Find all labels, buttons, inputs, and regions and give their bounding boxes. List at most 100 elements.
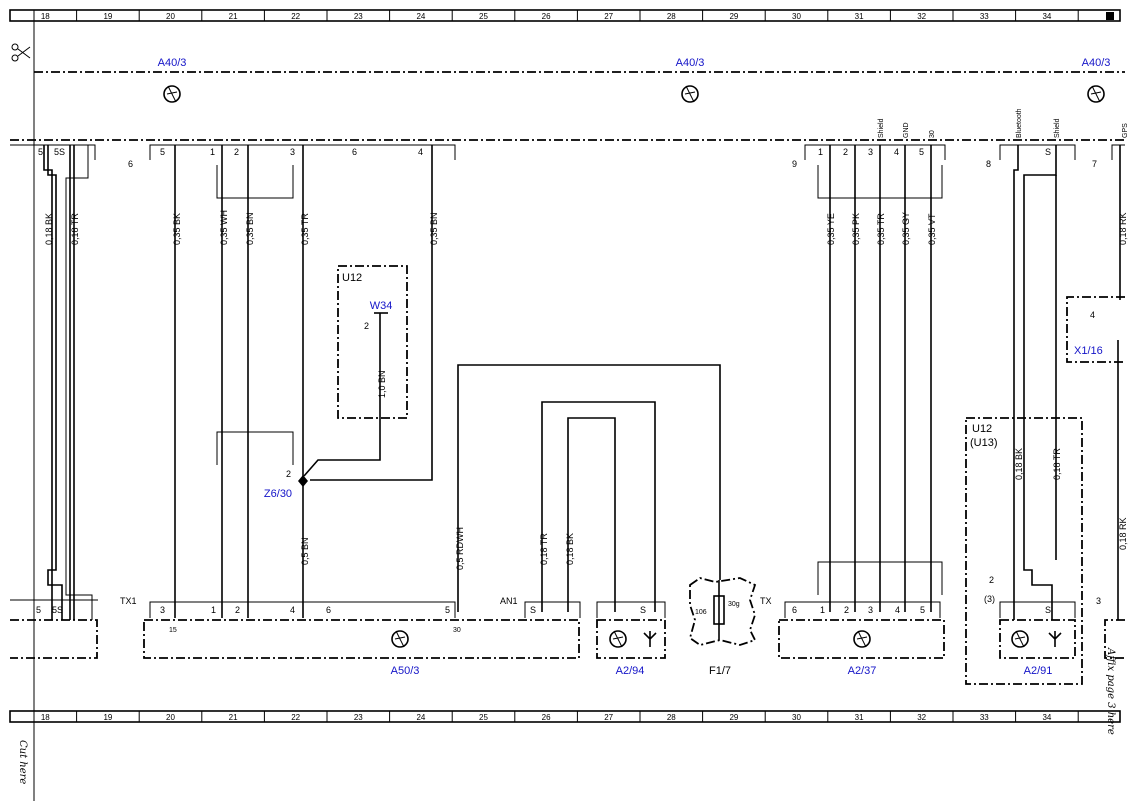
x1-16-box (1066, 296, 1125, 363)
u12-right-box (965, 417, 1083, 685)
top-component-label: A40/3 (158, 57, 187, 69)
wire-label: 0,35 GY (901, 212, 911, 245)
wire-label: 0,35 PK (851, 213, 861, 245)
pin-label: 6 (128, 159, 133, 169)
left-bottom-box (10, 619, 98, 659)
pin-label: 5S (52, 605, 63, 615)
signal-label: Shield (878, 118, 885, 138)
far-right-wires (1013, 145, 1121, 620)
grid-column-label: 31 (855, 12, 864, 21)
pin-label: 2 (844, 605, 849, 615)
right-wires (817, 145, 943, 612)
wire-label: 0,35 BN (245, 212, 255, 245)
pin-label: 3 (160, 605, 165, 615)
pin-label: 5 (445, 605, 450, 615)
wire-label: 0,35 BK (172, 213, 182, 245)
grid-column-label: 22 (291, 713, 300, 722)
pin-label: 1 (210, 147, 215, 157)
u12-right-title: U12 (972, 423, 992, 435)
wire-label: 0,35 YE (826, 213, 836, 245)
a2-91-label: A2/91 (1024, 665, 1053, 677)
receiver-icon (163, 85, 181, 103)
far-right-bottom-box (1104, 619, 1125, 659)
rdwh-wire (457, 364, 721, 612)
pin-label: 6 (792, 605, 797, 615)
pin-label: 8 (986, 159, 991, 169)
connector-label: TX1 (120, 596, 137, 606)
grid-column-label: 18 (41, 713, 50, 722)
pin-label: 4 (895, 605, 900, 615)
u12-right-subtitle: (U13) (970, 437, 998, 449)
pin-label: 4 (290, 605, 295, 615)
a50-3-box (143, 619, 580, 659)
x1-16-label: X1/16 (1074, 345, 1103, 357)
pin-label: 5 (36, 605, 41, 615)
pin-label: 3 (868, 605, 873, 615)
pin-label: S (530, 605, 536, 615)
receiver-icon (1087, 85, 1105, 103)
bk-wire (567, 417, 616, 612)
wire-label: 0,35 TR (300, 213, 310, 245)
grid-column-label: 20 (166, 713, 175, 722)
w34-label: W34 (370, 300, 393, 312)
grid-column-label: 28 (667, 12, 676, 21)
grid-column-label: 20 (166, 12, 175, 21)
grid-column-label: 32 (917, 713, 926, 722)
pin-label: 5 (38, 147, 43, 157)
pin-label: 4 (1090, 310, 1095, 320)
w34-wire (303, 313, 381, 477)
top-component-label: A40/3 (1082, 57, 1111, 69)
tr-wire (541, 401, 656, 612)
left-wires (43, 145, 93, 620)
cut-here-text: Cut here (17, 740, 28, 784)
antenna-icon (643, 631, 657, 647)
grid-column-label: 24 (416, 713, 425, 722)
wire-label: 0,18 BK (565, 533, 575, 565)
grid-column-label: 31 (855, 713, 864, 722)
antenna-icon (1048, 631, 1062, 647)
grid-column-label: 19 (103, 12, 112, 21)
wire-label: 0,18 TR (70, 213, 80, 245)
grid-column-label: 29 (729, 12, 738, 21)
affix-text: Affix page 3 here (1105, 647, 1116, 735)
grid-column-label: 23 (354, 12, 363, 21)
receiver-icon (853, 630, 871, 648)
signal-label: 30 (929, 130, 936, 138)
pin-label: 2 (286, 469, 291, 479)
pin-label: (3) (984, 594, 995, 604)
grid-column-label: 18 (41, 12, 50, 21)
pin-label: 3 (1096, 596, 1101, 606)
pin-label: 4 (894, 147, 899, 157)
grid-column-label: 29 (729, 713, 738, 722)
splice-icon (298, 475, 308, 487)
wire-label: 0,18 RK (1118, 212, 1128, 245)
wire-label: 0,18 BK (44, 213, 54, 245)
pin-label: 6 (326, 605, 331, 615)
grid-column-label: 23 (354, 713, 363, 722)
a50-3-label: A50/3 (391, 665, 420, 677)
wire-label: 0,18 TR (1052, 448, 1062, 480)
pin-label: 5 (919, 147, 924, 157)
grid-column-label: 33 (980, 713, 989, 722)
top-component-label: A40/3 (676, 57, 705, 69)
grid-column-label: 33 (980, 12, 989, 21)
grid-column-label: 24 (416, 12, 425, 21)
wire-label: 0,35 WH (219, 210, 229, 245)
signal-label: GND (903, 122, 910, 138)
main-wires (174, 145, 433, 618)
f1-7-label: F1/7 (709, 665, 731, 677)
a2-91-box (999, 619, 1076, 659)
grid-column-label: 19 (103, 713, 112, 722)
signal-label: GPS (1122, 123, 1129, 138)
u12-box (337, 265, 408, 419)
grid-column-label: 30 (792, 713, 801, 722)
wire-label: 0,5 BN (300, 537, 310, 565)
pin-label: 1 (211, 605, 216, 615)
scissors-icon (11, 43, 31, 62)
connector-label: TX (760, 596, 772, 606)
pin-label: 106 (695, 609, 707, 616)
pin-label: 2 (364, 321, 369, 331)
a2-37-label: A2/37 (848, 665, 877, 677)
grid-column-label: 22 (291, 12, 300, 21)
grid-column-label: 27 (604, 713, 613, 722)
